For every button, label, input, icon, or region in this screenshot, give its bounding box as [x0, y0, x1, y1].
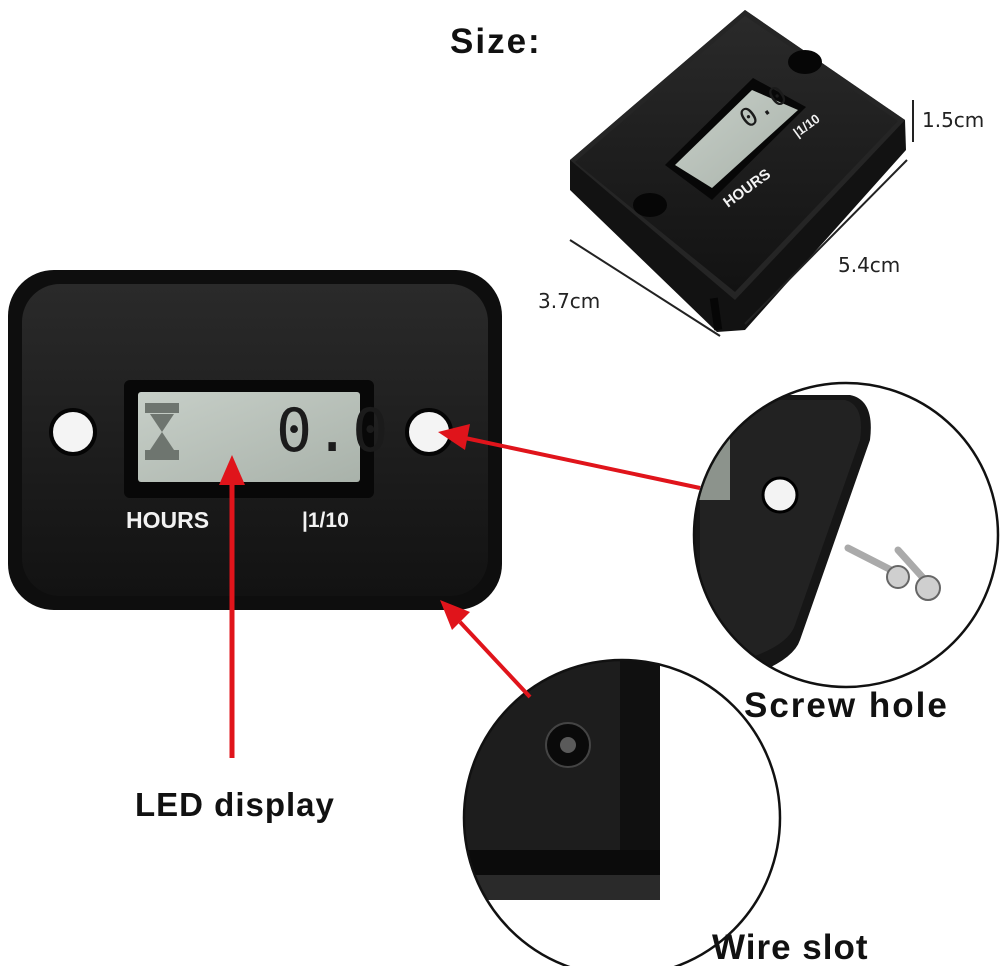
meter-reading: 0.0	[276, 396, 391, 466]
height-dimension: 1.5cm	[922, 108, 985, 132]
screw-hole-caption: Screw hole	[744, 686, 949, 725]
length-dimension: 5.4cm	[838, 253, 901, 277]
dimension-lines	[569, 100, 914, 337]
wire-slot-zoom	[462, 658, 782, 966]
led-display-caption: LED display	[135, 786, 335, 823]
arrow-screw-hole	[438, 424, 470, 450]
main-meter-body	[8, 270, 502, 610]
hourglass-icon	[145, 403, 179, 460]
arrow-led-display	[219, 455, 245, 485]
meter-unit-label: HOURS	[126, 507, 210, 533]
wire-slot-caption: Wire slot	[712, 928, 869, 967]
small-meter-body	[570, 10, 906, 332]
left-screw-hole	[49, 408, 97, 456]
main-lcd-screen	[138, 392, 360, 482]
arrow-wire-slot	[440, 600, 470, 630]
screw-hole-zoom	[692, 381, 1000, 689]
screws-icon	[844, 544, 941, 601]
arrows	[219, 424, 701, 758]
meter-scale-label: |1/10	[302, 509, 349, 532]
size-title: Size:	[450, 22, 542, 61]
width-dimension: 3.7cm	[538, 289, 601, 313]
